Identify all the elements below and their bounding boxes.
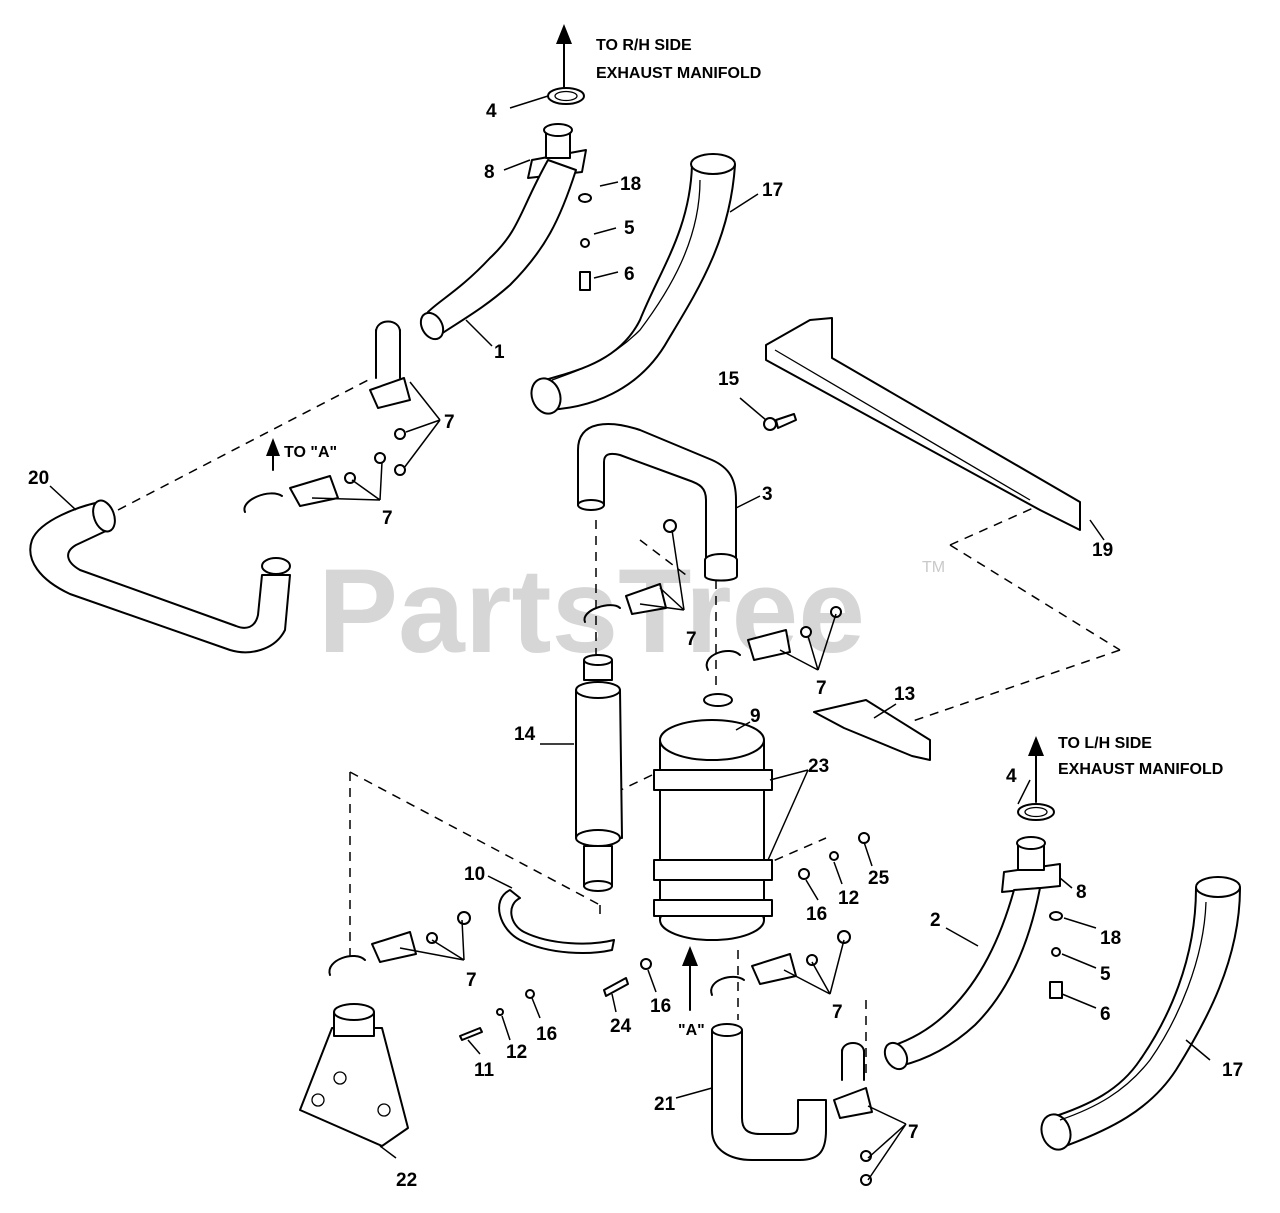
leader-lines [49,95,1211,1181]
callout-10: 10 [464,864,485,885]
callout-8: 8 [484,162,495,183]
bolt-15 [763,413,797,431]
callout-18: 18 [1100,928,1121,949]
callout-11: 11 [474,1060,495,1081]
callout-25: 25 [868,868,890,889]
callout-6: 6 [624,264,635,285]
callout-9: 9 [750,706,761,727]
callout-8: 8 [1076,882,1087,903]
callout-22: 22 [396,1170,417,1191]
callout-2: 2 [930,910,941,931]
note-to-a: TO "A" [284,444,337,461]
callout-4: 4 [486,101,497,122]
callout-4: 4 [1006,766,1017,787]
callout-3: 3 [762,484,773,505]
callout-12: 12 [838,888,859,909]
note-rh-line2: EXHAUST MANIFOLD [596,65,761,82]
callout-24: 24 [610,1016,632,1037]
callout-7: 7 [816,678,827,699]
exhaust-pipe-20 [29,499,291,654]
exhaust-pipe-2 [883,836,1061,1071]
callout-7: 7 [444,412,455,433]
exhaust-pipe-3 [577,423,738,582]
callout-16: 16 [650,996,671,1017]
stand-22 [299,1003,409,1147]
clamp-lower-left [328,911,471,976]
callout-13: 13 [894,684,915,705]
muffler-14 [575,654,623,892]
callout-14: 14 [514,724,536,745]
fasteners-right [1049,911,1063,999]
clamp-upper-left [369,320,411,476]
clamp-center-right [705,606,842,671]
callout-16: 16 [536,1024,557,1045]
fasteners-top [578,193,592,291]
callout-18: 18 [620,174,641,195]
arrow-to-rh-manifold [556,24,572,89]
flange-gasket-top [547,87,585,105]
callout-7: 7 [832,1002,843,1023]
strap-10 [498,889,615,954]
heat-shield-pipe-17-bottom [1040,876,1241,1151]
muffler-9 [653,693,773,941]
callout-19: 19 [1092,540,1113,561]
watermark-trademark: TM [922,559,945,576]
arrow-a-ref [682,946,698,1011]
callout-17: 17 [762,180,783,201]
heat-shield-pipe-17-top [530,153,736,415]
bracket-13 [813,699,931,761]
callout-15: 15 [718,369,740,390]
bracket-19 [765,317,1081,531]
flange-gasket-right [1017,803,1055,821]
callout-17: 17 [1222,1060,1243,1081]
callout-7: 7 [466,970,477,991]
callout-23: 23 [808,756,829,777]
note-lh-line1: TO L/H SIDE [1058,735,1152,752]
callout-21: 21 [654,1094,676,1115]
note-rh-line1: TO R/H SIDE [596,37,692,54]
arrow-to-lh-manifold [1028,736,1044,803]
clamp-left-mid [243,452,386,513]
clamp-lower-right [833,1042,873,1186]
callout-7: 7 [382,508,393,529]
callout-5: 5 [624,218,635,239]
note-a-ref: "A" [678,1022,705,1039]
callout-1: 1 [494,342,505,363]
callout-7: 7 [908,1122,919,1143]
callout-labels: 4 8 18 5 6 17 1 7 7 20 15 3 19 7 7 9 14 … [28,101,1243,1191]
note-lh-line2: EXHAUST MANIFOLD [1058,761,1223,778]
callout-16: 16 [806,904,827,925]
exhaust-pipe-1 [419,123,587,341]
arrow-to-a [266,438,280,471]
callout-5: 5 [1100,964,1111,985]
fasteners-lower [459,832,870,1041]
exhaust-pipe-21 [711,1023,827,1161]
callout-6: 6 [1100,1004,1111,1025]
callout-20: 20 [28,468,49,489]
callout-12: 12 [506,1042,527,1063]
callout-7: 7 [686,629,697,650]
clamp-lower-center [710,930,851,996]
